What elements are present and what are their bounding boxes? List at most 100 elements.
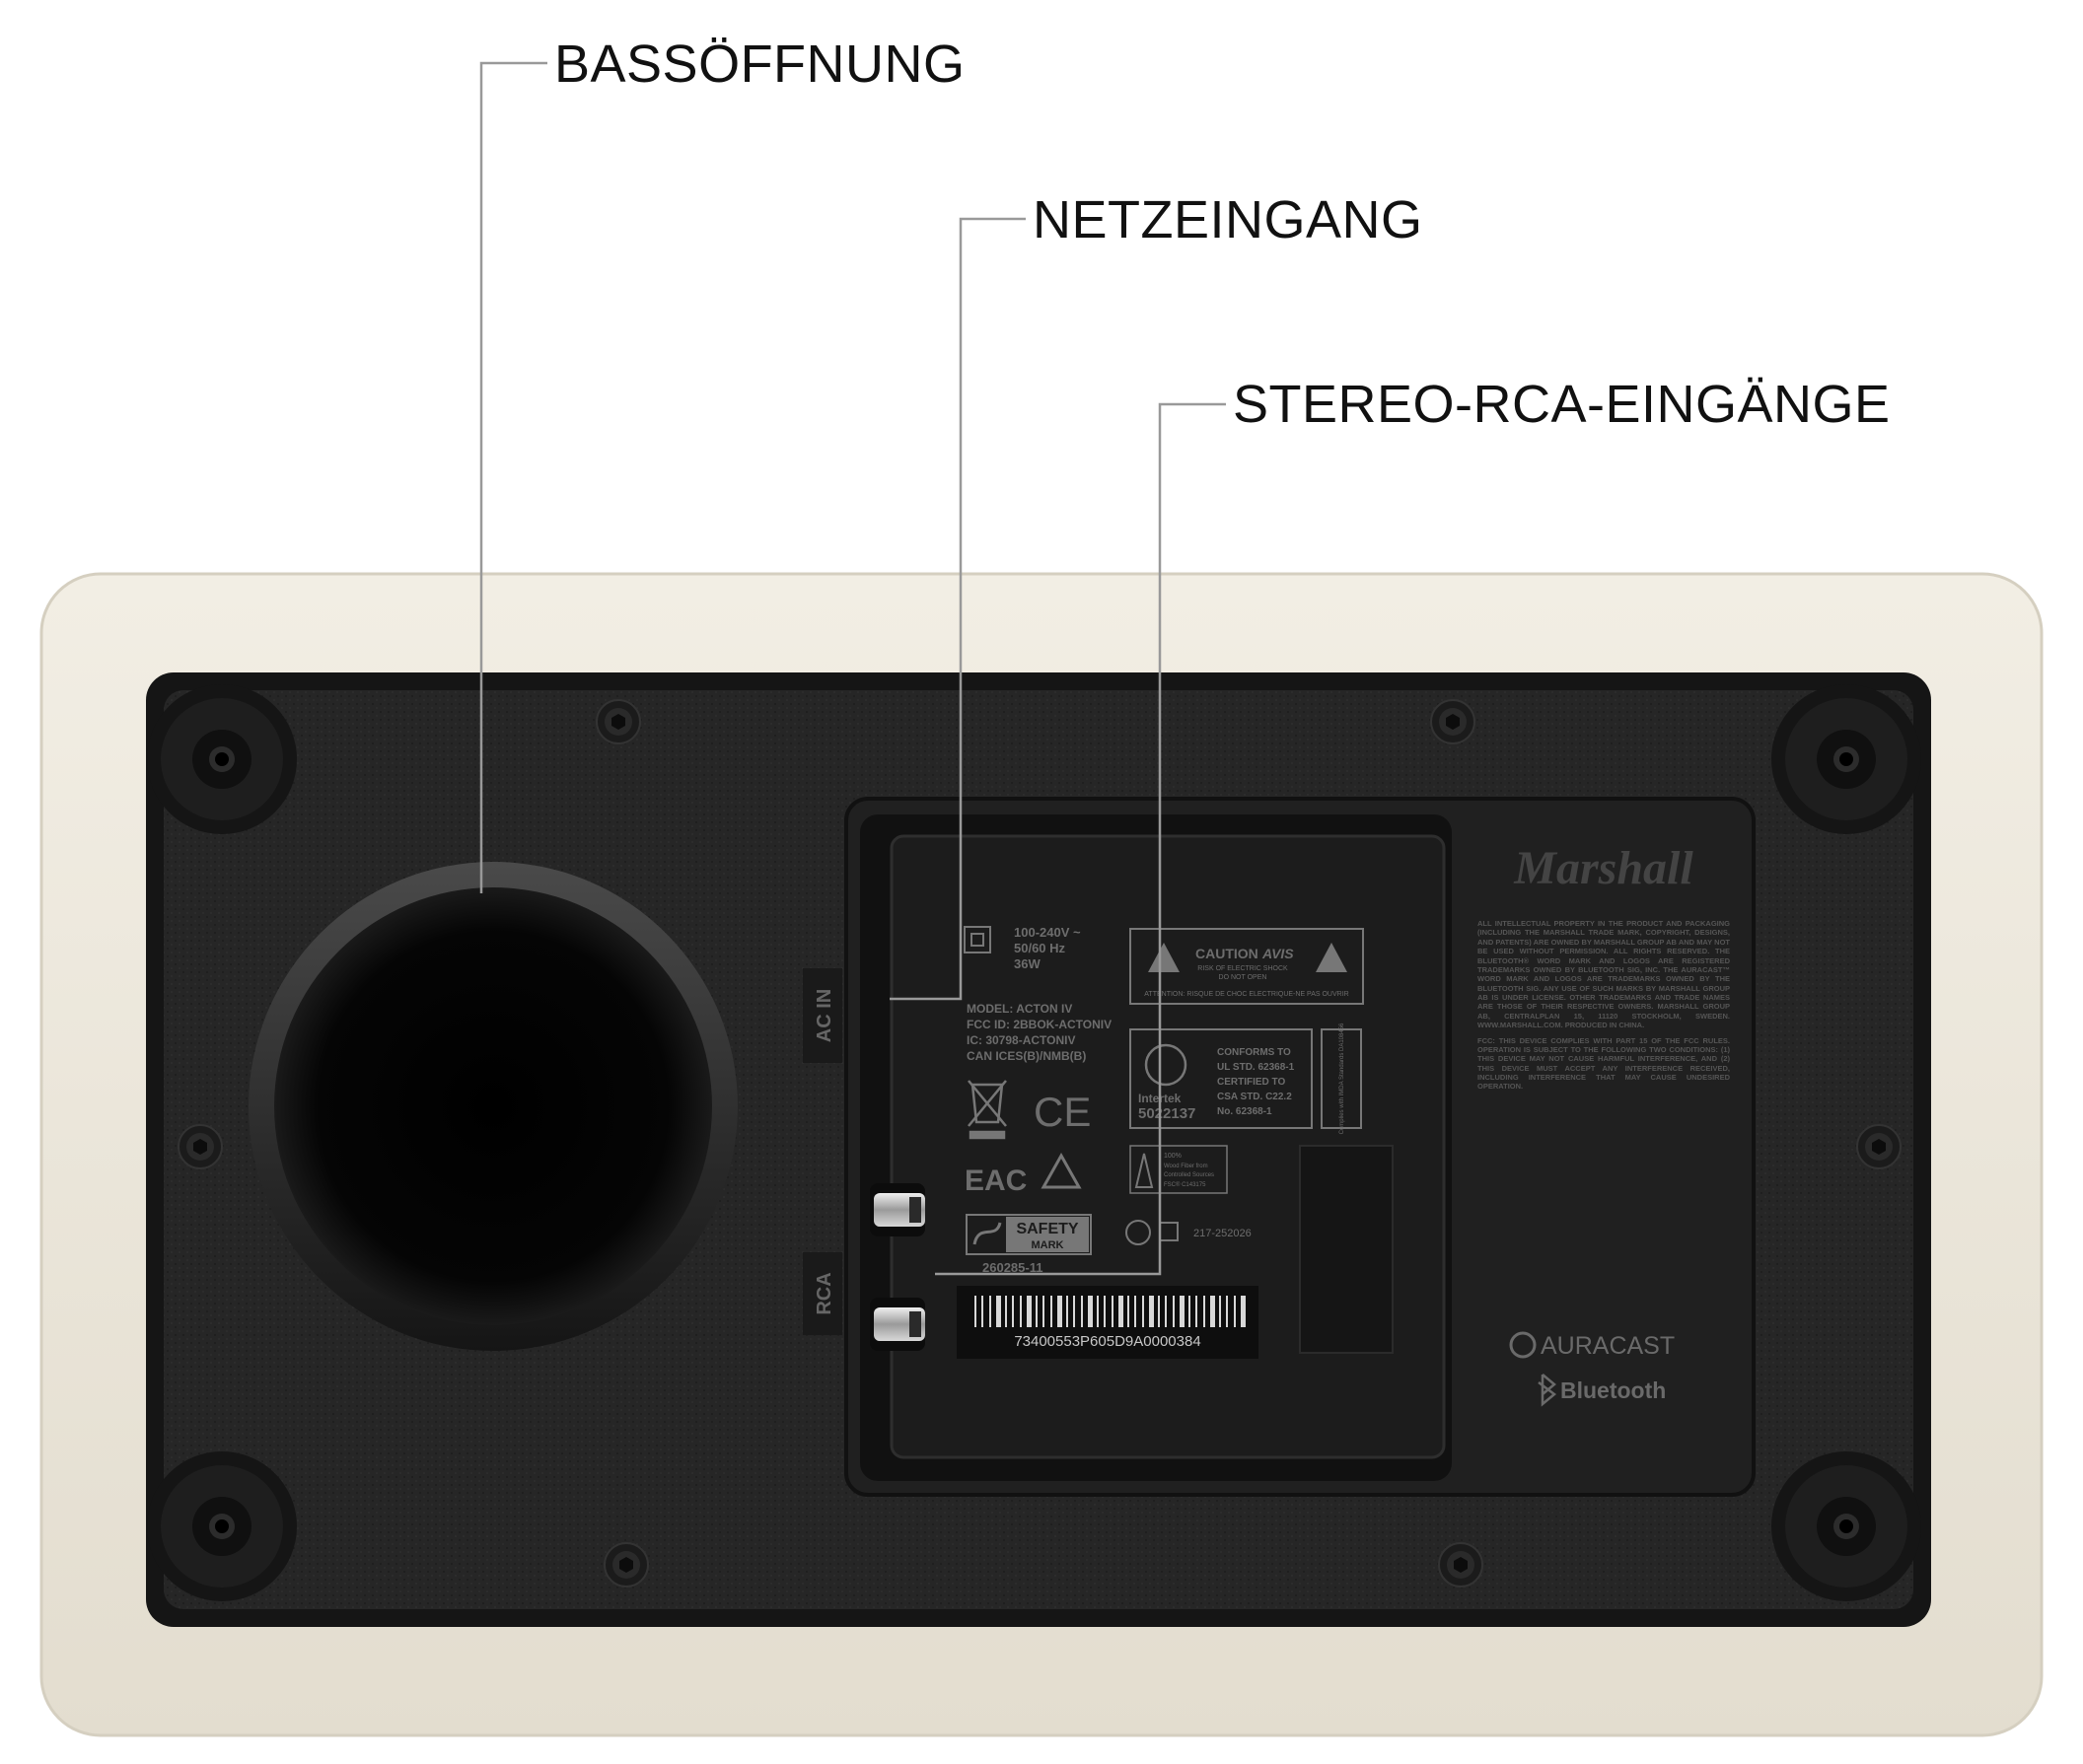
barcode-stripe bbox=[1057, 1296, 1062, 1327]
screw-icon bbox=[1438, 1542, 1483, 1588]
callout-label-rca-inputs: STEREO-RCA-EINGÄNGE bbox=[1233, 375, 1891, 434]
model-info-line: FCC ID: 2BBOK-ACTONIV bbox=[967, 1018, 1112, 1031]
barcode-stripe bbox=[1027, 1296, 1032, 1327]
marshall-logo: Marshall bbox=[1513, 842, 1693, 894]
blank-sticker bbox=[1299, 1145, 1394, 1354]
barcode-stripe bbox=[1066, 1296, 1068, 1327]
barcode-stripe bbox=[1142, 1296, 1144, 1327]
r-code: 217-252026 bbox=[1193, 1228, 1252, 1239]
leader-line-ac-input bbox=[890, 217, 1026, 1001]
barcode-stripe bbox=[996, 1296, 1001, 1327]
barcode-stripe bbox=[1219, 1296, 1221, 1327]
screw-icon bbox=[604, 1542, 649, 1588]
barcode-stripe bbox=[1158, 1296, 1160, 1327]
rca-tag bbox=[803, 1252, 842, 1335]
caution-attention: ATTENTION: RISQUE DE CHOC ELECTRIQUE-NE … bbox=[1144, 991, 1348, 998]
rubber-foot-top-left bbox=[147, 684, 297, 834]
barcode-stripe bbox=[1118, 1296, 1123, 1327]
screw-icon bbox=[1430, 699, 1475, 744]
rca-jack-lower bbox=[870, 1298, 925, 1351]
earth-symbol-icon bbox=[1125, 1220, 1151, 1245]
double-insulation-icon bbox=[964, 926, 991, 953]
double-insulation-icon-inner bbox=[970, 933, 984, 947]
caution-avis: AVIS bbox=[1261, 946, 1294, 961]
complies-with-text: Complies with IMDA Standards DA108456 bbox=[1339, 1023, 1345, 1134]
barcode-stripe bbox=[1234, 1296, 1236, 1327]
barcode-stripe bbox=[1180, 1296, 1185, 1327]
cert-text-line: CSA STD. C22.2 bbox=[1217, 1092, 1292, 1102]
leader-line-rca-inputs bbox=[935, 402, 1226, 1276]
leader-line-bass-port bbox=[479, 61, 547, 893]
barcode-stripe bbox=[1020, 1296, 1022, 1327]
barcode-stripe bbox=[1188, 1296, 1190, 1327]
callout-label-bass-port: BASSÖFFNUNG bbox=[554, 35, 966, 94]
bass-port-opening bbox=[274, 887, 712, 1325]
barcode-stripe bbox=[1165, 1296, 1167, 1327]
cert-text-line: No. 62368-1 bbox=[1217, 1106, 1272, 1117]
barcode-stripe bbox=[1210, 1296, 1215, 1327]
legal-notice: ALL INTELLECTUAL PROPERTY IN THE PRODUCT… bbox=[1477, 919, 1730, 1092]
cert-text-line: UL STD. 62368-1 bbox=[1217, 1062, 1295, 1073]
eac-mark: EAC bbox=[965, 1164, 1027, 1197]
barcode-stripe bbox=[1173, 1296, 1175, 1327]
ce-mark: CE bbox=[1034, 1089, 1091, 1135]
rca-jack-upper bbox=[870, 1183, 925, 1236]
screw-icon bbox=[178, 1124, 223, 1169]
caution-line: RISK OF ELECTRIC SHOCK bbox=[1197, 965, 1288, 972]
caution-title: CAUTION bbox=[1195, 946, 1258, 961]
screw-icon bbox=[1856, 1124, 1902, 1169]
rubber-foot-bottom-left bbox=[147, 1451, 297, 1601]
barcode-stripe bbox=[1005, 1296, 1007, 1327]
bluetooth-icon bbox=[1538, 1374, 1557, 1407]
barcode-stripe bbox=[1226, 1296, 1228, 1327]
cert-text-line: CONFORMS TO bbox=[1217, 1047, 1291, 1058]
safety-mark-icon bbox=[972, 1222, 1002, 1245]
barcode-stripe bbox=[1241, 1296, 1246, 1327]
caution-line: DO NOT OPEN bbox=[1219, 974, 1267, 981]
safety-mark-bottom: MARK bbox=[1032, 1239, 1064, 1251]
callout-label-ac-input: NETZEINGANG bbox=[1033, 190, 1423, 249]
auracast-icon bbox=[1509, 1331, 1537, 1359]
auracast-logo: AURACAST bbox=[1541, 1332, 1675, 1360]
barcode-stripe bbox=[981, 1296, 983, 1327]
barcode-stripe bbox=[1112, 1296, 1113, 1327]
barcode-stripe bbox=[1104, 1296, 1106, 1327]
caution-label bbox=[1129, 928, 1364, 1005]
safety-mark-top: SAFETY bbox=[1016, 1221, 1078, 1237]
serial-number: 73400553P605D9A0000384 bbox=[1014, 1333, 1200, 1350]
rcm-icon bbox=[1041, 1152, 1082, 1189]
power-rating-line: 100-240V ~ bbox=[1014, 925, 1081, 940]
barcode bbox=[974, 1296, 1246, 1327]
weee-bin-icon bbox=[968, 1080, 1007, 1140]
barcode-stripe bbox=[1042, 1296, 1044, 1327]
barcode-stripe bbox=[1134, 1296, 1136, 1327]
fcc-text: FCC: THIS DEVICE COMPLIES WITH PART 15 O… bbox=[1477, 1035, 1730, 1092]
model-info-line: MODEL: ACTON IV bbox=[967, 1002, 1072, 1016]
imda-block bbox=[1321, 1028, 1362, 1129]
barcode-stripe bbox=[1195, 1296, 1197, 1327]
legal-text: ALL INTELLECTUAL PROPERTY IN THE PRODUCT… bbox=[1477, 919, 1730, 1030]
model-info-line: CAN ICES(B)/NMB(B) bbox=[967, 1049, 1086, 1063]
fsc-tree-icon bbox=[1134, 1153, 1154, 1188]
barcode-stripe bbox=[989, 1296, 991, 1327]
fsc-text-line: Controlled Sources bbox=[1164, 1172, 1214, 1178]
etl-mark-icon bbox=[1144, 1043, 1187, 1087]
barcode-stripe bbox=[1149, 1296, 1154, 1327]
barcode-stripe bbox=[1012, 1296, 1014, 1327]
intertek-number: 5022137 bbox=[1138, 1105, 1195, 1122]
barcode-stripe bbox=[1050, 1296, 1052, 1327]
rubber-foot-top-right bbox=[1771, 684, 1921, 834]
barcode-stripe bbox=[1081, 1296, 1083, 1327]
barcode-stripe bbox=[1036, 1296, 1038, 1327]
rubber-foot-bottom-right bbox=[1771, 1451, 1921, 1601]
power-rating-line: 36W bbox=[1014, 956, 1041, 971]
fsc-text-line: Wood Fiber from bbox=[1164, 1164, 1208, 1169]
barcode-stripe bbox=[1203, 1296, 1205, 1327]
fsc-block bbox=[1129, 1145, 1228, 1194]
fsc-text-line: FSC® C143175 bbox=[1164, 1181, 1206, 1188]
warning-triangle-icon bbox=[1316, 943, 1347, 972]
screw-icon bbox=[596, 699, 641, 744]
cert-text-line: CERTIFIED TO bbox=[1217, 1077, 1285, 1088]
barcode-stripe bbox=[1097, 1296, 1099, 1327]
